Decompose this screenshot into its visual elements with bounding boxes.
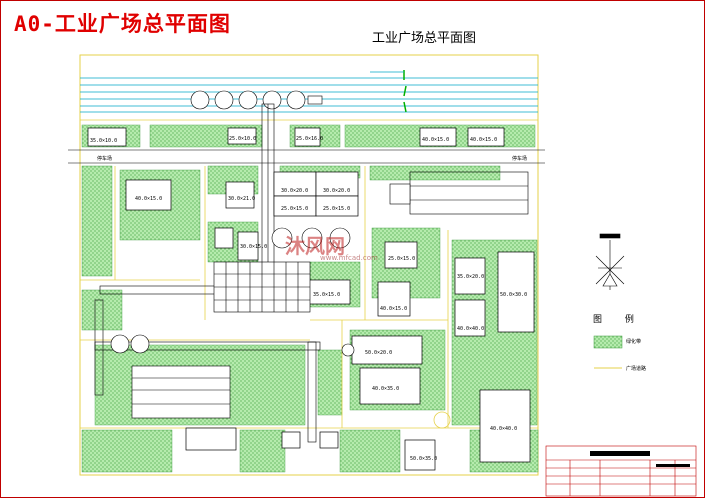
- svg-text:50.0×30.0: 50.0×30.0: [500, 292, 527, 298]
- legend-green-swatch: [593, 335, 623, 349]
- highway: [68, 149, 545, 164]
- svg-text:40.0×40.0: 40.0×40.0: [457, 326, 484, 332]
- svg-text:35.0×15.0: 35.0×15.0: [313, 292, 340, 298]
- legend-title: 图 例: [593, 315, 644, 325]
- svg-text:25.0×15.0: 25.0×15.0: [281, 206, 308, 212]
- svg-text:30.0×20.0: 30.0×20.0: [323, 188, 350, 194]
- site-boundary: [79, 54, 539, 476]
- road-label-left: 停车场: [97, 155, 112, 162]
- svg-text:40.0×15.0: 40.0×15.0: [470, 137, 497, 143]
- legend-road-label: 广场道路: [626, 366, 647, 372]
- rail-lines: [80, 77, 538, 113]
- svg-text:50.0×20.0: 50.0×20.0: [365, 350, 392, 356]
- buildings: [87, 127, 535, 471]
- svg-text:25.0×16.0: 25.0×16.0: [296, 136, 323, 142]
- svg-text:30.0×20.0: 30.0×20.0: [281, 188, 308, 194]
- watermark-url: www.mfcad.com: [320, 254, 378, 262]
- svg-text:50.0×35.0: 50.0×35.0: [410, 456, 437, 462]
- main-plant: [213, 261, 311, 313]
- plan-title: 工业广场总平面图: [372, 31, 477, 46]
- svg-text:30.0×21.0: 30.0×21.0: [228, 196, 255, 202]
- svg-text:25.0×15.0: 25.0×15.0: [388, 256, 415, 262]
- svg-text:25.0×10.0: 25.0×10.0: [229, 136, 256, 142]
- north-arrow: [595, 233, 625, 290]
- svg-text:40.0×40.0: 40.0×40.0: [490, 426, 517, 432]
- svg-text:35.0×20.0: 35.0×20.0: [457, 274, 484, 280]
- svg-text:25.0×15.0: 25.0×15.0: [323, 206, 350, 212]
- svg-text:40.0×15.0: 40.0×15.0: [422, 137, 449, 143]
- building-label-group: 35.0×10.0 25.0×10.0 25.0×16.0 40.0×15.0 …: [90, 136, 527, 462]
- svg-text:40.0×35.0: 40.0×35.0: [372, 386, 399, 392]
- watermark-logo: 沐风网: [285, 234, 345, 258]
- drawing-title: A0-工业广场总平面图: [14, 12, 231, 36]
- legend-green-label: 绿化带: [626, 339, 642, 345]
- thickener-circles: [190, 90, 306, 110]
- svg-text:40.0×15.0: 40.0×15.0: [380, 306, 407, 312]
- road-label-right: 停车场: [512, 155, 527, 162]
- rail-yard-right: [389, 171, 529, 215]
- svg-text:30.0×15.0: 30.0×15.0: [240, 244, 267, 250]
- warehouse: [131, 365, 231, 419]
- svg-text:40.0×15.0: 40.0×15.0: [135, 196, 162, 202]
- tanks: [110, 227, 355, 357]
- svg-text:35.0×10.0: 35.0×10.0: [90, 138, 117, 144]
